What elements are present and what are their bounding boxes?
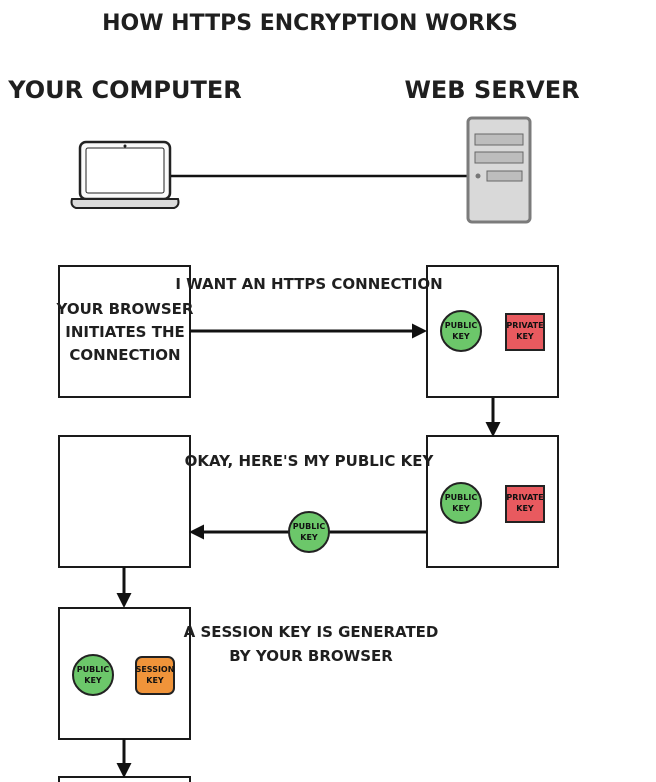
private-key-label-server-1a: PRIVATE	[506, 321, 543, 330]
heres-key-message: OKAY, HERE'S MY PUBLIC KEY	[185, 452, 435, 470]
private-key-label-server-1b: KEY	[516, 332, 534, 341]
public-key-badge-in-transit: PUBLIC KEY	[288, 511, 330, 553]
session-key-label-b: KEY	[146, 676, 164, 685]
next-step-box	[58, 776, 191, 782]
public-key-browser-label-b: KEY	[84, 676, 102, 685]
browser-initiates-line-2: INITIATES THE	[65, 323, 185, 341]
right-heading: WEB SERVER	[404, 76, 579, 104]
browser-receives-key-box	[58, 435, 191, 568]
public-key-label-server-1a: PUBLIC	[445, 321, 478, 330]
session-key-badge-browser: SESSION KEY	[135, 656, 175, 695]
browser-initiates-line-3: CONNECTION	[69, 346, 180, 364]
private-key-label-server-2b: KEY	[516, 504, 534, 513]
session-key-message-line-2: BY YOUR BROWSER	[229, 647, 393, 665]
public-key-badge-browser: PUBLIC KEY	[72, 654, 114, 696]
public-key-transit-label-a: PUBLIC	[293, 522, 326, 531]
left-heading: YOUR COMPUTER	[7, 76, 241, 104]
server-tower-icon	[466, 116, 532, 224]
browser-initiates-box	[58, 265, 191, 398]
session-key-label-a: SESSION	[136, 665, 175, 674]
session-key-message-line-1: A SESSION KEY IS GENERATED	[184, 623, 439, 641]
public-key-browser-label-a: PUBLIC	[77, 665, 110, 674]
public-key-badge-server-2: PUBLIC KEY	[440, 482, 482, 524]
want-https-message: I WANT AN HTTPS CONNECTION	[175, 275, 442, 293]
laptop-icon	[70, 140, 180, 209]
private-key-label-server-2a: PRIVATE	[506, 493, 543, 502]
page-title: HOW HTTPS ENCRYPTION WORKS	[102, 11, 518, 36]
public-key-transit-label-b: KEY	[300, 533, 318, 542]
public-key-label-server-2b: KEY	[452, 504, 470, 513]
public-key-label-server-2a: PUBLIC	[445, 493, 478, 502]
browser-initiates-line-1: YOUR BROWSER	[56, 300, 194, 318]
private-key-badge-server-2: PRIVATE KEY	[505, 485, 545, 523]
public-key-badge-server-1: PUBLIC KEY	[440, 310, 482, 352]
public-key-label-server-1b: KEY	[452, 332, 470, 341]
private-key-badge-server-1: PRIVATE KEY	[505, 313, 545, 351]
